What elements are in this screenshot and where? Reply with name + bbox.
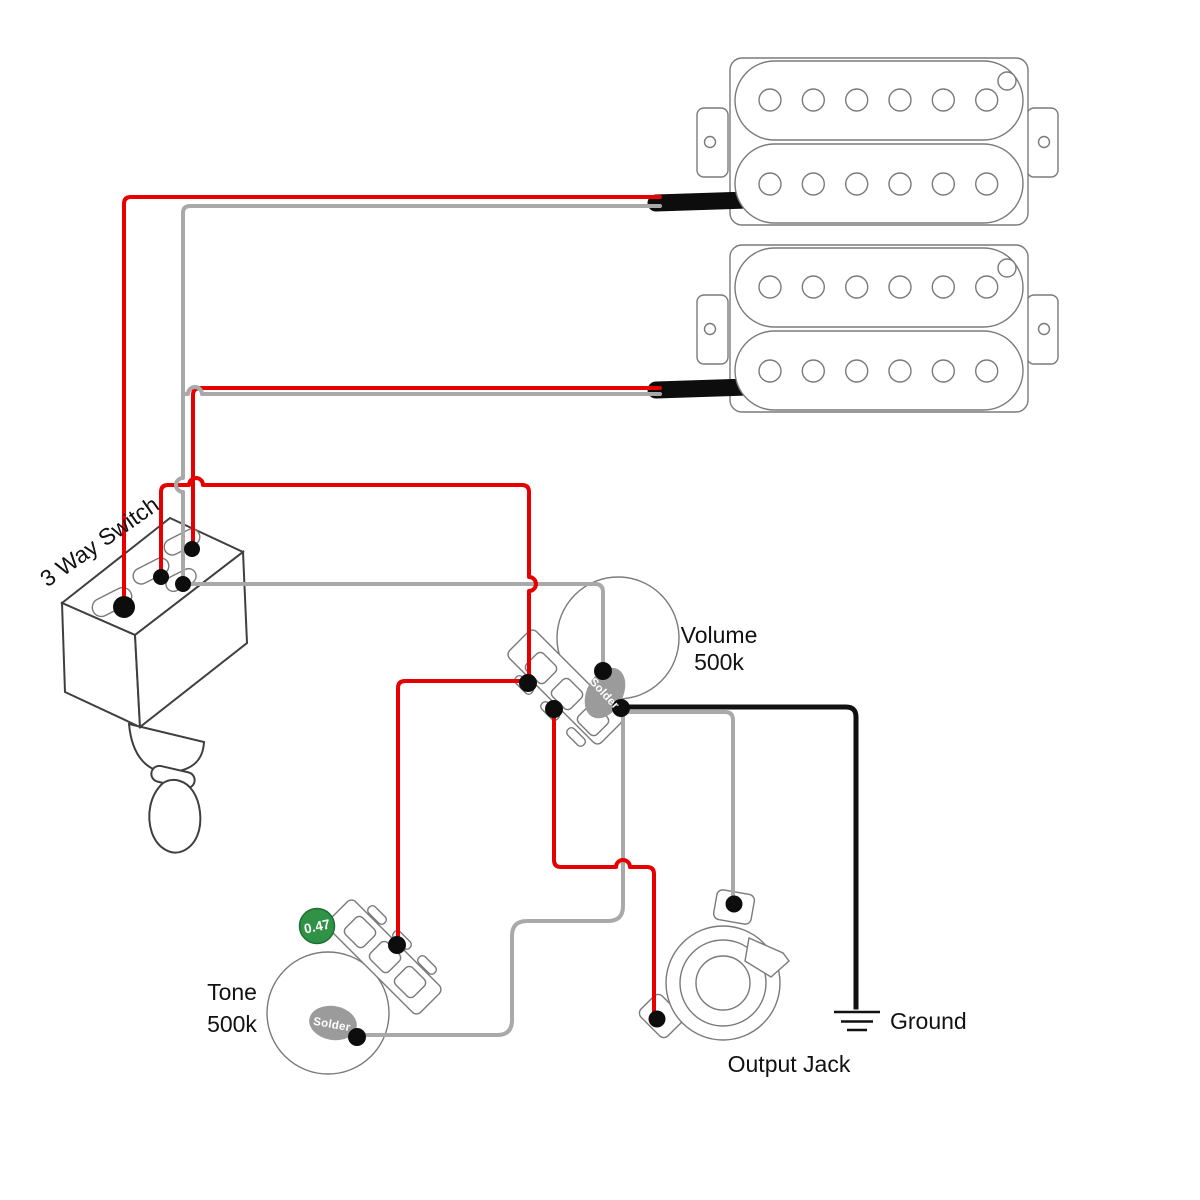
output-jack-label: Output Jack — [728, 1051, 851, 1077]
wire-pickup2-hot-red — [191, 386, 662, 551]
tone-lug — [393, 965, 427, 999]
solder-joint — [153, 569, 169, 585]
jack-contact-prong — [744, 936, 790, 978]
solder-joint — [388, 936, 406, 954]
tone-lug — [343, 915, 377, 949]
solder-joint — [725, 895, 743, 913]
ground-label: Ground — [890, 1008, 967, 1034]
wire-switch-to-volume-red — [159, 476, 538, 685]
solder-joint — [594, 662, 612, 680]
pickup-1 — [656, 58, 1058, 225]
solder-joint — [175, 576, 191, 592]
volume-lug-pin — [565, 726, 587, 748]
wire-volume-to-jack-gray — [622, 710, 735, 906]
volume-value: 500k — [694, 649, 744, 675]
solder-joint — [113, 596, 135, 618]
solder-joint — [519, 674, 537, 692]
wire-volume-to-tone-red — [396, 679, 528, 947]
switch-bushing — [127, 722, 206, 774]
wire-pickup1-hot-red — [122, 195, 662, 609]
tone-pot — [266, 899, 442, 1075]
tone-solder-blob — [309, 1005, 357, 1041]
solder-joint — [348, 1028, 366, 1046]
wire-pickup2-shield-gray — [181, 385, 662, 396]
capacitor — [298, 907, 336, 945]
volume-label: Volume — [681, 622, 758, 648]
capacitor-value: 0.47 — [303, 916, 332, 936]
solder-joint — [612, 699, 630, 717]
wire-volume-to-ground-black — [618, 704, 859, 1010]
tone-lug-pin — [416, 954, 438, 976]
solder-joint — [184, 541, 200, 557]
tone-lug-pin — [366, 904, 388, 926]
ground-symbol — [618, 704, 880, 1032]
tone-label: Tone — [207, 979, 257, 1005]
switch-body-side — [133, 550, 249, 729]
solder-joint — [545, 700, 563, 718]
volume-pot — [507, 576, 680, 748]
wire-pickup1-shield-gray — [174, 204, 662, 586]
tone-value: 500k — [207, 1011, 257, 1037]
wire-volume-to-tone-gray — [358, 712, 625, 1037]
solder-joint — [648, 1010, 666, 1028]
toggle-switch — [60, 516, 249, 854]
wire-volume-to-jack-red — [552, 707, 656, 1021]
wire-switch-to-volume-gray — [181, 582, 605, 673]
jack-hole — [695, 955, 751, 1011]
pickup-2 — [656, 245, 1058, 412]
switch-tip — [148, 778, 202, 854]
